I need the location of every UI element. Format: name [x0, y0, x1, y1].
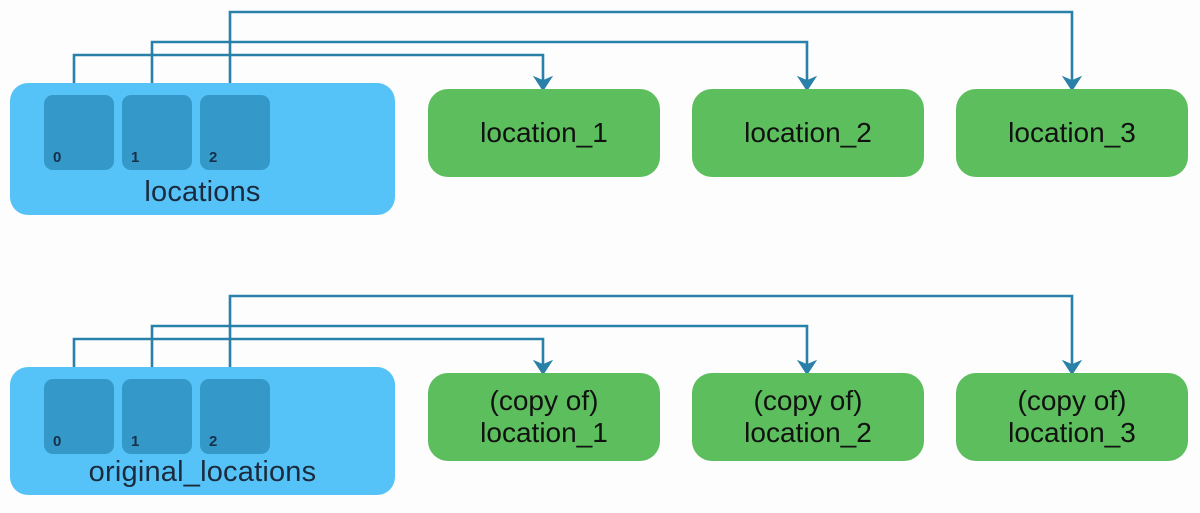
slot-index-label: 1 — [131, 149, 140, 166]
value-box-line: (copy of) — [753, 384, 863, 416]
list-name-label: original_locations — [88, 456, 317, 488]
value-box-line: (copy of) — [489, 384, 599, 416]
value-box-line: (copy of) — [1017, 384, 1127, 416]
value-box-line: location_1 — [480, 116, 608, 148]
slot-index-label: 0 — [53, 433, 62, 450]
list-slot-0[interactable]: 0 — [44, 379, 114, 454]
slot-row-top: 0 1 2 — [44, 95, 270, 170]
list-slot-2[interactable]: 2 — [200, 95, 270, 170]
slot-index-label: 0 — [53, 149, 62, 166]
value-box-location-2[interactable]: location_2 — [692, 89, 924, 177]
value-box-line: location_2 — [744, 116, 872, 148]
value-box-location-1[interactable]: location_1 — [428, 89, 660, 177]
list-slot-2[interactable]: 2 — [200, 379, 270, 454]
list-container-original-locations[interactable]: 0 1 2 original_locations — [10, 367, 395, 495]
slot-row-bottom: 0 1 2 — [44, 379, 270, 454]
list-slot-0[interactable]: 0 — [44, 95, 114, 170]
list-slot-1[interactable]: 1 — [122, 95, 192, 170]
slot-index-label: 2 — [209, 433, 218, 450]
value-box-copy-location-3[interactable]: (copy of) location_3 — [956, 373, 1188, 461]
slot-index-label: 2 — [209, 149, 218, 166]
list-name-label: locations — [144, 176, 261, 208]
value-box-line: location_1 — [480, 417, 608, 448]
value-box-copy-location-1[interactable]: (copy of) location_1 — [428, 373, 660, 461]
value-box-line: location_3 — [1008, 116, 1136, 148]
value-box-copy-location-2[interactable]: (copy of) location_2 — [692, 373, 924, 461]
list-slot-1[interactable]: 1 — [122, 379, 192, 454]
value-box-line: location_2 — [744, 417, 872, 448]
value-box-location-3[interactable]: location_3 — [956, 89, 1188, 177]
slot-index-label: 1 — [131, 433, 140, 450]
list-container-locations[interactable]: 0 1 2 locations — [10, 83, 395, 215]
value-box-line: location_3 — [1008, 417, 1136, 448]
